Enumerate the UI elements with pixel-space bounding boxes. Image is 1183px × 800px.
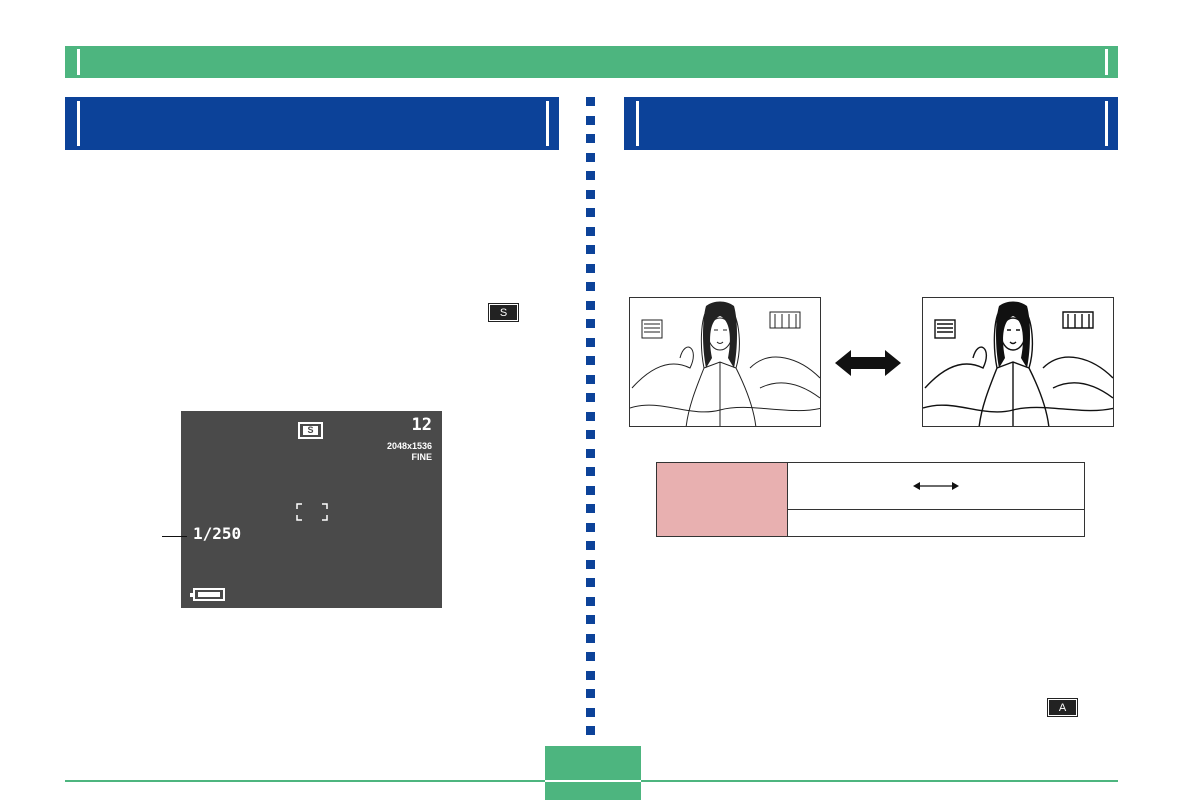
header-bar-right-tick — [1105, 49, 1108, 75]
photo-before — [629, 297, 821, 427]
divider-dot — [586, 356, 595, 365]
column-divider — [586, 97, 595, 742]
divider-dot — [586, 541, 595, 550]
divider-dot — [586, 504, 595, 513]
divider-dot — [586, 190, 595, 199]
divider-dot — [586, 301, 595, 310]
divider-dot — [586, 338, 595, 347]
lcd-shutter-speed: 1/250 — [193, 524, 242, 543]
divider-dot — [586, 578, 595, 587]
auto-mode-icon: A — [1047, 698, 1078, 717]
left-heading-left-tick — [77, 101, 80, 146]
divider-dot — [586, 375, 595, 384]
shutter-speed-callout-line — [162, 536, 187, 537]
portrait-illustration-before — [630, 301, 820, 426]
page-number-tab — [545, 746, 641, 800]
divider-dot — [586, 671, 595, 680]
divider-dot — [586, 560, 595, 569]
divider-dot — [586, 134, 595, 143]
divider-dot — [586, 615, 595, 624]
divider-dot — [586, 652, 595, 661]
lcd-shots-remaining: 12 — [411, 415, 432, 435]
divider-dot — [586, 393, 595, 402]
divider-dot — [586, 467, 595, 476]
left-section-heading — [65, 97, 559, 150]
lcd-screen: S 12 2048x1536 FINE 1/250 — [181, 411, 442, 608]
lcd-image-size: 2048x1536 — [386, 441, 432, 451]
divider-dot — [586, 319, 595, 328]
divider-dot — [586, 597, 595, 606]
divider-dot — [586, 282, 595, 291]
divider-dot — [586, 634, 595, 643]
divider-dot — [586, 523, 595, 532]
settings-table-row-divider — [788, 509, 1084, 510]
shutter-priority-mode-icon: S — [488, 303, 519, 322]
divider-dot — [586, 97, 595, 106]
double-arrow-icon — [835, 350, 901, 376]
divider-dot — [586, 208, 595, 217]
divider-dot — [586, 689, 595, 698]
focus-frame-icon — [296, 503, 328, 521]
divider-dot — [586, 245, 595, 254]
divider-dot — [586, 227, 595, 236]
header-bar-left-tick — [77, 49, 80, 75]
divider-dot — [586, 708, 595, 717]
divider-dot — [586, 726, 595, 735]
battery-icon — [190, 588, 225, 601]
header-bar — [65, 46, 1118, 78]
divider-dot — [586, 264, 595, 273]
lcd-image-quality: FINE — [411, 452, 432, 462]
portrait-illustration-after — [923, 301, 1113, 426]
divider-dot — [586, 171, 595, 180]
page-tab-divider — [545, 780, 641, 782]
divider-dot — [586, 430, 595, 439]
divider-dot — [586, 116, 595, 125]
divider-dot — [586, 153, 595, 162]
lcd-mode-icon: S — [298, 422, 323, 439]
range-arrow-icon — [913, 482, 959, 490]
divider-dot — [586, 412, 595, 421]
divider-dot — [586, 486, 595, 495]
left-heading-right-tick — [546, 101, 549, 146]
settings-table — [656, 462, 1085, 537]
settings-table-label-cell — [657, 463, 788, 536]
right-section-heading — [624, 97, 1118, 150]
right-heading-left-tick — [636, 101, 639, 146]
right-heading-right-tick — [1105, 101, 1108, 146]
divider-dot — [586, 449, 595, 458]
photo-after — [922, 297, 1114, 427]
